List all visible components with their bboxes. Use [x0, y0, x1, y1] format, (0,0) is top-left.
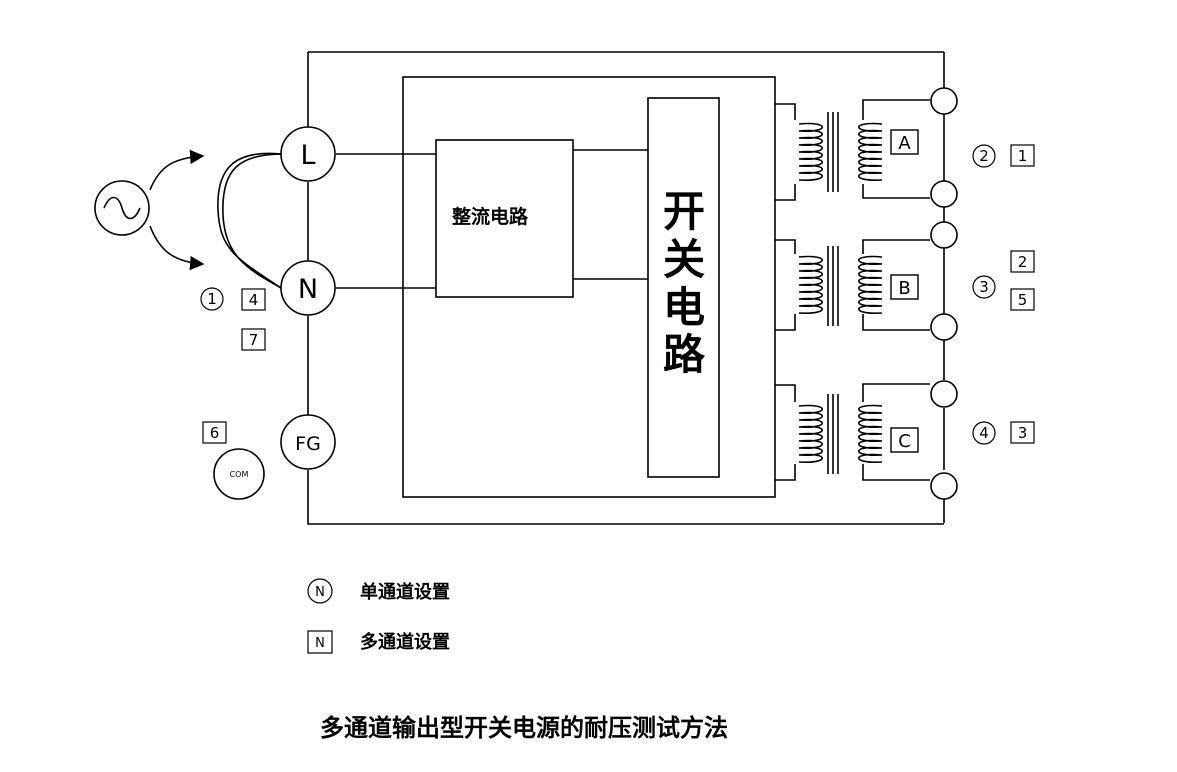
- legend: N 单通道设置 N 多通道设置: [307, 578, 450, 654]
- multi-setting-box: [1010, 421, 1035, 444]
- switching-label-char-3: 电: [663, 283, 705, 332]
- single-setting-input: 1: [207, 290, 217, 308]
- output-label-box-a: [890, 129, 919, 155]
- single-setting-circle: [972, 275, 996, 299]
- multi-setting-box: [1010, 250, 1035, 273]
- output-label-b: B: [898, 278, 910, 299]
- single-setting-output-a: 2: [979, 147, 989, 165]
- terminal-com: [213, 448, 265, 500]
- output-label-c: C: [898, 431, 911, 452]
- switching-label-char-1: 开: [663, 187, 705, 236]
- output-terminal-c-plus: [930, 380, 958, 408]
- diagram-caption: 多通道输出型开关电源的耐压测试方法: [320, 713, 728, 742]
- enclosure-frame: [307, 51, 945, 525]
- terminal-fg: [280, 414, 336, 470]
- multi-setting-output-b-1: 2: [1018, 253, 1028, 271]
- multi-setting-box: [1010, 144, 1035, 167]
- output-terminal-c-minus: [930, 472, 958, 500]
- multi-setting-box: [1010, 288, 1035, 311]
- switching-label-char-4: 路: [663, 330, 706, 379]
- single-setting-circle: [972, 421, 996, 445]
- terminal-n-label: N: [298, 274, 318, 305]
- sine-wave-icon: [103, 196, 141, 220]
- inner-board: [402, 76, 776, 498]
- switching-label-char-2: 关: [663, 235, 705, 284]
- ac-source: [94, 180, 150, 236]
- rectifier-label: 整流电路: [452, 205, 529, 228]
- multi-setting-input-1: 4: [249, 291, 259, 309]
- output-terminal-a-minus: [930, 180, 958, 208]
- single-setting-output-b: 3: [979, 278, 989, 296]
- ac-lead-upper: [149, 149, 205, 191]
- terminal-fg-label: FG: [295, 433, 321, 455]
- legend-single-symbol: [307, 578, 333, 604]
- terminal-com-label: COM: [230, 470, 249, 479]
- legend-single-symbol-label: N: [315, 585, 325, 600]
- legend-multi-text: 多通道设置: [360, 631, 450, 653]
- legend-multi-symbol-label: N: [315, 636, 325, 651]
- single-setting-circle: [200, 287, 224, 311]
- probe-wire-l: [217, 152, 282, 289]
- multi-setting-output-c: 3: [1018, 424, 1028, 442]
- output-terminal-b-minus: [930, 313, 958, 341]
- terminal-l-label: L: [300, 140, 315, 171]
- multi-setting-output-b-2: 5: [1018, 291, 1028, 309]
- transformer-c: [775, 383, 930, 481]
- multi-setting-box: [241, 288, 266, 311]
- output-terminal-a-plus: [930, 87, 958, 115]
- multi-setting-box: [202, 421, 227, 444]
- transformer-a: [775, 99, 930, 201]
- switching-block: [647, 97, 720, 478]
- input-wiring: [336, 149, 648, 289]
- output-terminal-b-plus: [930, 221, 958, 249]
- legend-single-text: 单通道设置: [360, 581, 450, 603]
- legend-multi-symbol: [307, 630, 333, 654]
- multi-setting-input-2: 7: [249, 331, 259, 349]
- rectifier-block: [435, 139, 574, 298]
- transformer-b: [775, 239, 930, 331]
- terminal-l: [280, 126, 336, 182]
- probe-wire-n: [222, 153, 282, 289]
- multi-setting-output-a: 1: [1018, 147, 1028, 165]
- terminal-n: [280, 260, 336, 316]
- ac-lead-lower: [149, 225, 205, 271]
- multi-setting-ground: 6: [210, 424, 220, 442]
- multi-setting-box: [241, 328, 266, 351]
- output-label-box-c: [890, 427, 919, 453]
- output-label-box-b: [890, 274, 919, 300]
- single-setting-output-c: 4: [979, 424, 989, 442]
- output-label-a: A: [898, 133, 911, 154]
- single-setting-circle: [972, 144, 996, 168]
